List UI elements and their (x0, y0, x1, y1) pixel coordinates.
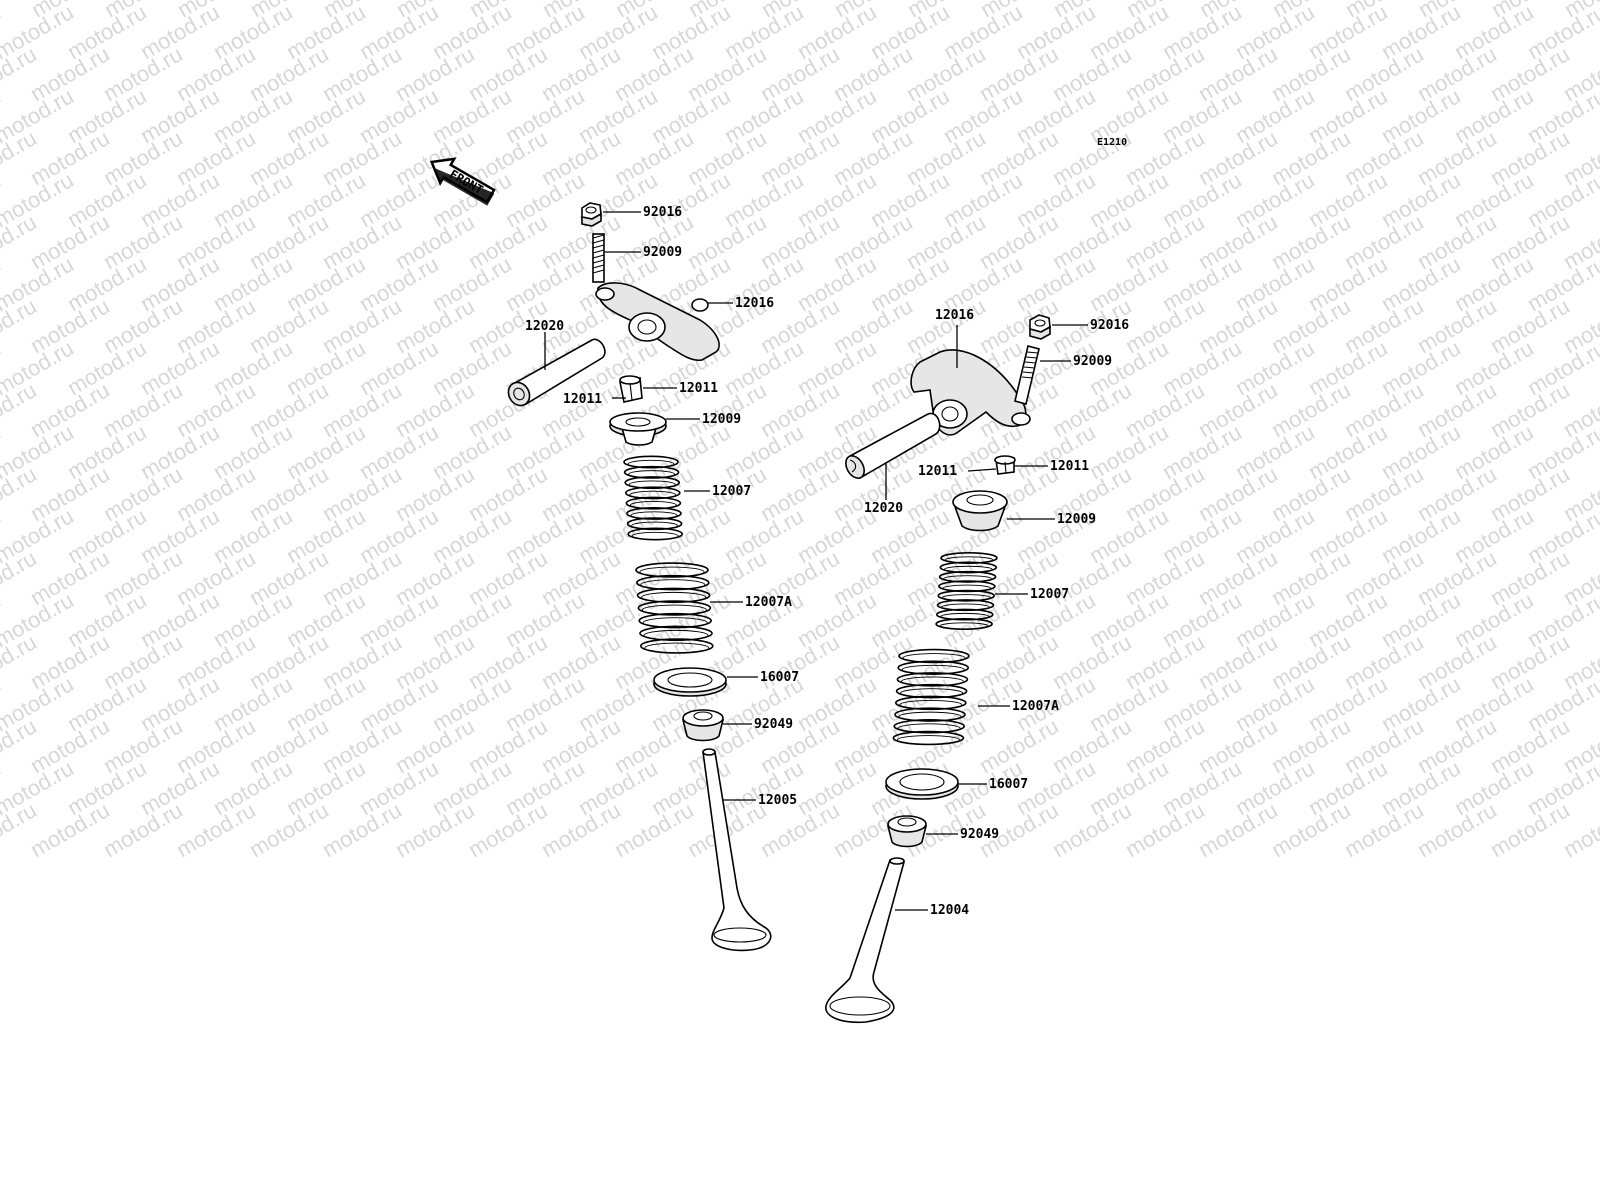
spring-coil-inner (631, 521, 679, 530)
callout-right-92009: 92009 (1073, 354, 1112, 369)
left-retainer-12009: 12009 (609, 412, 741, 446)
diagram-ref-code: E1210 (1097, 137, 1127, 148)
left-rocker-arm-12016: 12016 (595, 282, 774, 362)
spring-coil-inner (896, 735, 960, 745)
right-adjust-screw-92009: 92009 (1014, 345, 1112, 405)
watermark-layer: motod.rumotod.rumotod.rumotod.rumotod.ru… (0, 0, 1600, 862)
spring-coil-inner (641, 591, 707, 603)
spring-coil-inner (943, 575, 993, 583)
callout-right-12007a: 12007A (1012, 699, 1059, 714)
spring-coil-inner (629, 490, 677, 499)
right-retainer-12009: 12009 (952, 490, 1096, 532)
callout-left-12011-b: 12011 (563, 392, 602, 407)
right-stem-seal-92049: 92049 (886, 815, 999, 848)
spring-coil-inner (627, 459, 675, 469)
callout-right-92049: 92049 (960, 827, 999, 842)
spring-coil-inner (942, 584, 992, 592)
callout-left-12007a: 12007A (745, 595, 792, 610)
left-outer-spring-12007a (635, 562, 714, 654)
right-rocker-arm-12016: 12016 (910, 308, 1031, 436)
left-inner-spring-12007 (623, 455, 684, 541)
right-inner-spring-12007 (935, 552, 998, 630)
callout-right-12011-a: 12011 (1050, 459, 1089, 474)
callout-left-92009: 92009 (643, 245, 682, 260)
callout-right-12009: 12009 (1057, 512, 1096, 527)
callout-right-12020: 12020 (864, 501, 903, 516)
spring-coil-inner (641, 604, 707, 616)
right-valve-assembly: 12016 92016 92009 12020 (825, 308, 1129, 1024)
right-outer-spring-12007a (892, 648, 970, 746)
spring-coil-inner (941, 603, 990, 611)
callout-right-12007: 12007 (1030, 587, 1069, 602)
callout-right-12004: 12004 (930, 903, 969, 918)
callout-left-12020: 12020 (525, 319, 564, 334)
callout-left-12011-a: 12011 (679, 381, 718, 396)
spring-coil-inner (631, 531, 679, 541)
spring-coil-inner (944, 556, 994, 564)
left-nut-92016: 92016 (581, 202, 682, 227)
left-spring-seat-16007: 16007 (653, 667, 799, 697)
left-adjust-screw-92009: 92009 (592, 233, 682, 283)
spring-coil-inner (898, 711, 962, 722)
right-valve-12004: 12004 (825, 857, 969, 1024)
spring-coil-inner (940, 612, 990, 621)
callout-left-12005: 12005 (758, 793, 797, 808)
left-cotter-12011: 12011 12011 (563, 375, 718, 407)
spring-coil-inner (628, 480, 676, 489)
spring-coil-inner (639, 566, 705, 578)
callout-left-12007: 12007 (712, 484, 751, 499)
spring-coil-inner (899, 699, 963, 710)
callout-left-12016: 12016 (735, 296, 774, 311)
spring-coil-inner (642, 617, 708, 629)
right-spring-seat-16007: 16007 (885, 768, 1028, 800)
spring-coil-inner (901, 664, 965, 675)
left-valve-12005: 12005 (702, 748, 797, 952)
spring-coil-inner (939, 622, 989, 630)
left-stem-seal-92049: 92049 (681, 709, 793, 742)
callout-right-92016: 92016 (1090, 318, 1129, 333)
right-nut-92016: 92016 (1029, 314, 1129, 340)
spring-coil-inner (629, 501, 677, 510)
spring-coil-inner (900, 676, 964, 687)
callout-right-16007: 16007 (989, 777, 1028, 792)
right-cotter-12011: 12011 12011 (918, 455, 1089, 479)
right-rocker-shaft-12020: 12020 (845, 412, 941, 516)
spring-coil-inner (643, 629, 709, 641)
spring-coil-inner (900, 688, 964, 699)
spring-coil-inner (943, 565, 993, 574)
spring-coil-inner (902, 653, 966, 663)
left-rocker-shaft-12020: 12020 (507, 319, 606, 407)
spring-coil-inner (941, 594, 991, 602)
spring-coil-inner (644, 642, 710, 654)
spring-coil-inner (640, 579, 706, 591)
left-valve-assembly: 92016 92009 12016 (507, 202, 799, 952)
callout-left-92049: 92049 (754, 717, 793, 732)
callout-right-12016: 12016 (935, 308, 974, 323)
spring-coil-inner (630, 511, 678, 520)
spring-coil-inner (897, 723, 961, 734)
callout-right-12011-b: 12011 (918, 464, 957, 479)
callout-left-92016: 92016 (643, 205, 682, 220)
callout-left-12009: 12009 (702, 412, 741, 427)
spring-coil-inner (628, 470, 676, 479)
callout-left-16007: 16007 (760, 670, 799, 685)
